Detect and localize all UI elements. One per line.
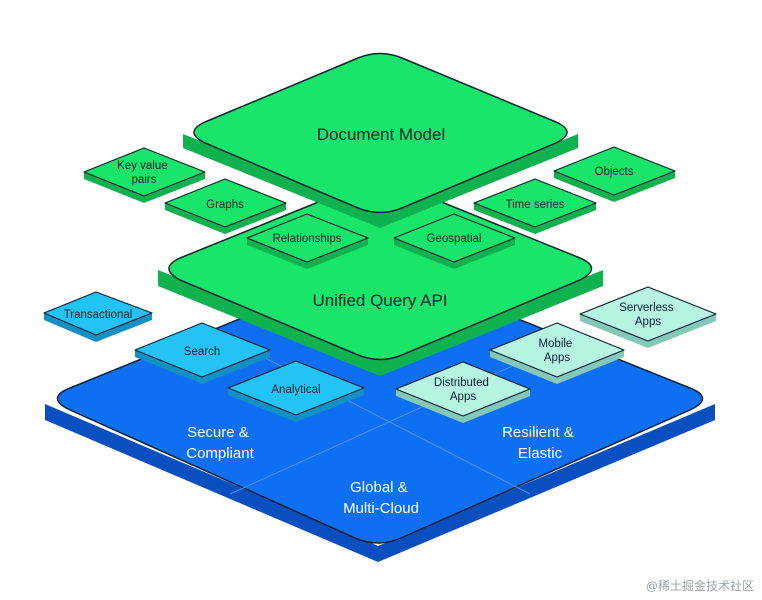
quadrant-secure-compliant: Secure & Compliant — [186, 424, 254, 462]
unified-query-api-label: Unified Query API — [312, 291, 447, 310]
tile-graphs: Graphs — [164, 178, 287, 234]
quadrant-global-multicloud: Global & Multi-Cloud — [343, 479, 419, 517]
tile-geospatial: Geospatial — [393, 213, 516, 269]
tile-serverless-apps: Serverless Apps — [579, 286, 717, 348]
tile-search: Search — [134, 322, 271, 384]
top-layer-surface — [193, 52, 568, 214]
svg-text:Geospatial: Geospatial — [427, 233, 482, 245]
tile-serverless-apps-label: Serverless Apps — [619, 302, 677, 328]
tile-analytical: Analytical — [227, 360, 365, 422]
tile-key-value-pairs-label: Key value pairs — [117, 160, 171, 186]
tile-objects: Objects — [553, 146, 676, 202]
tile-distributed-apps-label: Distributed Apps — [434, 377, 492, 403]
tile-key-value-pairs: Key value pairs — [83, 147, 206, 203]
tile-mobile-apps: Mobile Apps — [489, 322, 625, 384]
tile-transactional: Transactional — [43, 291, 153, 342]
svg-text:Analytical: Analytical — [271, 384, 320, 396]
top-layer: Document Model — [183, 52, 578, 228]
svg-text:Transactional: Transactional — [64, 309, 133, 321]
base-divider-2 — [229, 339, 531, 495]
watermark: @稀土掘金技术社区 — [645, 579, 754, 593]
svg-text:Graphs: Graphs — [206, 199, 244, 211]
tile-time-series: Time series — [473, 178, 597, 234]
tile-mobile-apps-label: Mobile Apps — [538, 338, 575, 364]
document-model-label: Document Model — [317, 125, 446, 144]
svg-text:Time series: Time series — [506, 199, 565, 211]
quadrant-resilient-elastic: Resilient & Elastic — [502, 424, 578, 462]
svg-text:Relationships: Relationships — [272, 233, 341, 245]
svg-text:Search: Search — [184, 346, 220, 358]
tile-relationships: Relationships — [246, 213, 369, 269]
tile-distributed-apps: Distributed Apps — [395, 361, 531, 423]
svg-text:Objects: Objects — [595, 166, 634, 178]
